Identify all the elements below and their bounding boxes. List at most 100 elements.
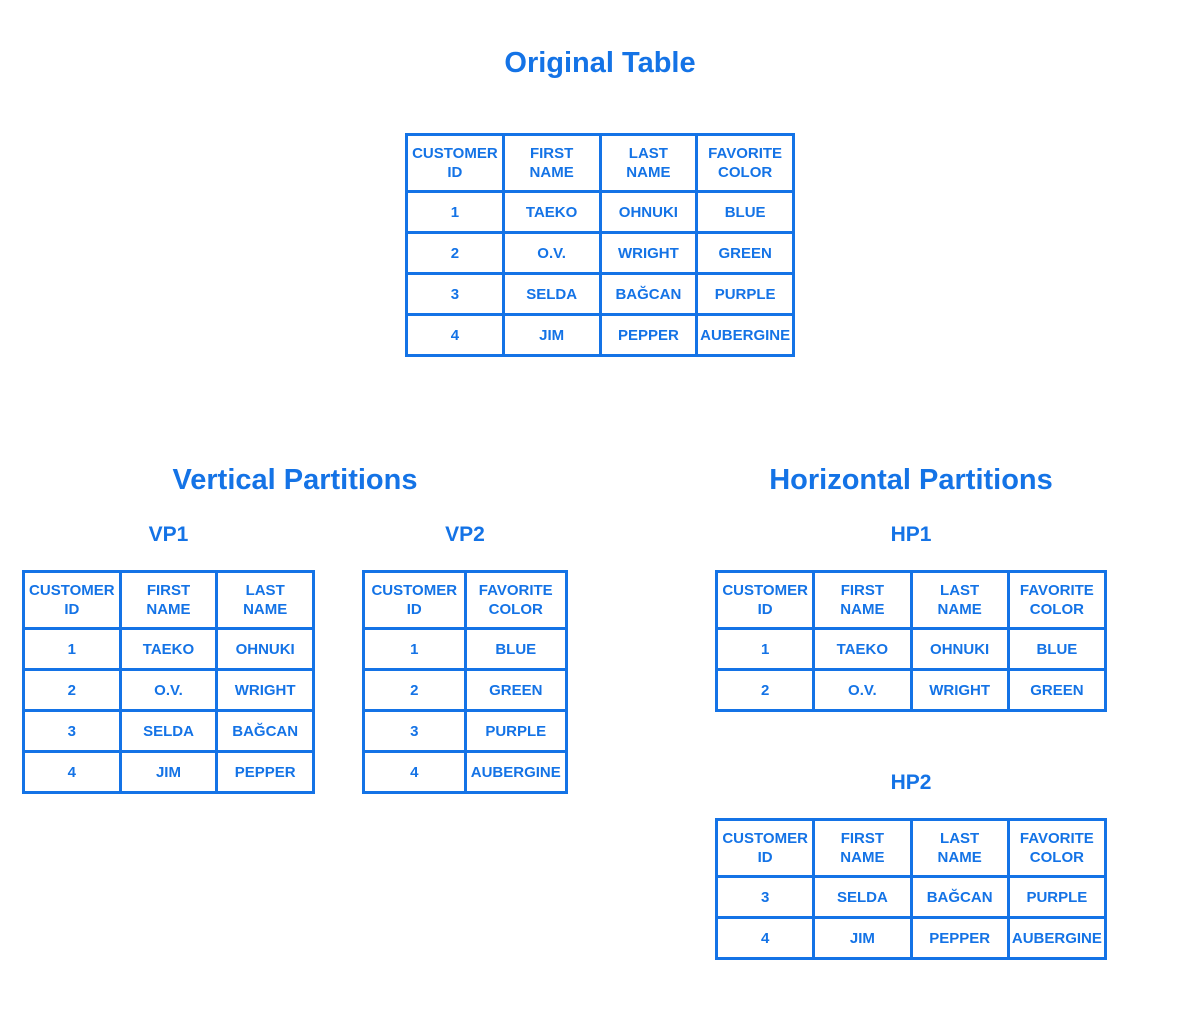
table-cell: 3 <box>405 272 505 316</box>
table-cell: BAĞCAN <box>598 272 699 316</box>
table-cell: PURPLE <box>463 709 568 753</box>
table-cell: JIM <box>501 313 602 357</box>
column-header: FAVORITE COLOR <box>1006 570 1108 630</box>
column-header: LAST NAME <box>909 818 1010 878</box>
table-cell: PURPLE <box>1006 875 1108 919</box>
table-cell: 1 <box>22 627 122 671</box>
table-cell: GREEN <box>1006 668 1108 712</box>
table-cell: O.V. <box>118 668 219 712</box>
hp2-title: HP2 <box>890 771 932 794</box>
table-cell: AUBERGINE <box>1006 916 1108 960</box>
table-cell: PEPPER <box>909 916 1010 960</box>
table-cell: TAEKO <box>118 627 219 671</box>
table-cell: BLUE <box>695 190 795 234</box>
column-header: FIRST NAME <box>501 133 602 193</box>
table-cell: 1 <box>714 627 816 671</box>
table-cell: BLUE <box>463 627 568 671</box>
table-cell: BAĞCAN <box>215 709 315 753</box>
column-header: FIRST NAME <box>812 818 913 878</box>
original-table-title: Original Table <box>504 47 696 79</box>
table-cell: 4 <box>405 313 505 357</box>
column-header: CUSTOMER ID <box>714 570 816 630</box>
column-header: FAVORITE COLOR <box>695 133 795 193</box>
table-cell: GREEN <box>695 231 795 275</box>
column-header: FIRST NAME <box>812 570 913 630</box>
table-cell: AUBERGINE <box>695 313 795 357</box>
table-cell: BLUE <box>1006 627 1108 671</box>
table-cell: 2 <box>22 668 122 712</box>
table-cell: SELDA <box>118 709 219 753</box>
table-cell: SELDA <box>812 875 913 919</box>
table-cell: WRIGHT <box>598 231 699 275</box>
vertical-partitions-title: Vertical Partitions <box>172 464 418 496</box>
column-header: CUSTOMER ID <box>714 818 816 878</box>
table-cell: PEPPER <box>215 750 315 794</box>
table-cell: GREEN <box>463 668 568 712</box>
column-header: FIRST NAME <box>118 570 219 630</box>
table-cell: 2 <box>362 668 467 712</box>
table-cell: PEPPER <box>598 313 699 357</box>
table-cell: WRIGHT <box>215 668 315 712</box>
table-cell: PURPLE <box>695 272 795 316</box>
column-header: CUSTOMER ID <box>362 570 467 630</box>
table-cell: O.V. <box>501 231 602 275</box>
column-header: LAST NAME <box>215 570 315 630</box>
table-cell: 2 <box>405 231 505 275</box>
vp2-title: VP2 <box>445 523 485 546</box>
table-cell: WRIGHT <box>909 668 1010 712</box>
table-cell: AUBERGINE <box>463 750 568 794</box>
vp1-title: VP1 <box>148 523 189 546</box>
table-cell: 3 <box>22 709 122 753</box>
table-cell: TAEKO <box>501 190 602 234</box>
hp1-title: HP1 <box>890 523 932 546</box>
table-cell: 4 <box>714 916 816 960</box>
column-header: LAST NAME <box>909 570 1010 630</box>
table-cell: TAEKO <box>812 627 913 671</box>
table-cell: JIM <box>118 750 219 794</box>
table-cell: 4 <box>22 750 122 794</box>
table-cell: 3 <box>362 709 467 753</box>
table-cell: BAĞCAN <box>909 875 1010 919</box>
table-cell: 1 <box>405 190 505 234</box>
table-cell: OHNUKI <box>598 190 699 234</box>
table-cell: 1 <box>362 627 467 671</box>
horizontal-partitions-title: Horizontal Partitions <box>769 464 1053 496</box>
table-cell: JIM <box>812 916 913 960</box>
table-cell: OHNUKI <box>909 627 1010 671</box>
table-cell: OHNUKI <box>215 627 315 671</box>
table-cell: SELDA <box>501 272 602 316</box>
column-header: CUSTOMER ID <box>22 570 122 630</box>
table-cell: 2 <box>714 668 816 712</box>
column-header: FAVORITE COLOR <box>1006 818 1108 878</box>
table-cell: O.V. <box>812 668 913 712</box>
